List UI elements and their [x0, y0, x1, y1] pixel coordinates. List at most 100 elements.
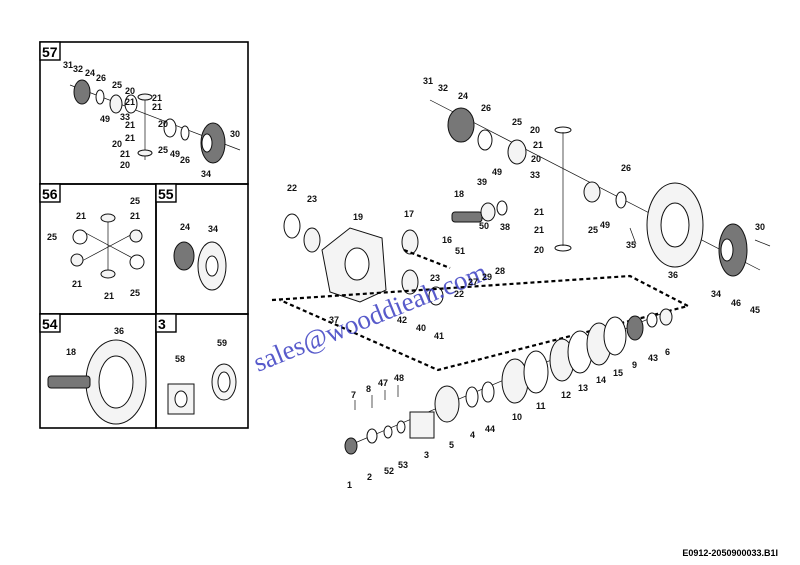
callout-main-12: 18: [454, 189, 464, 199]
callout-56-1: 21: [130, 211, 140, 221]
callout-56-5: 21: [104, 291, 114, 301]
callout-55-1: 34: [208, 224, 218, 234]
callout-main-7: 20: [531, 154, 541, 164]
callout-57-13: 20: [158, 119, 168, 129]
callout-57-4: 25: [112, 80, 122, 90]
box-label-3: 3: [158, 316, 166, 332]
callout-57-5: 20: [125, 86, 135, 96]
callout-55-0: 24: [180, 222, 190, 232]
callout-57-16: 26: [180, 155, 190, 165]
callout-57-8: 49: [100, 114, 110, 124]
callout-56-2: 25: [47, 232, 57, 242]
callout-main-59: 9: [632, 360, 637, 370]
callout-main-2: 24: [458, 91, 468, 101]
callout-main-44: 48: [394, 373, 404, 383]
callout-main-29: 34: [711, 289, 721, 299]
callout-main-20: 38: [500, 222, 510, 232]
box-label-56: 56: [42, 186, 58, 202]
callout-main-40: 29: [482, 272, 492, 282]
callout-main-41: 7: [351, 390, 356, 400]
box-label-54: 54: [42, 316, 58, 332]
callout-57-15: 49: [170, 149, 180, 159]
callout-57-7: 21: [152, 93, 162, 103]
callout-main-30: 46: [731, 298, 741, 308]
callout-main-54: 11: [536, 401, 546, 411]
callouts-box-3: 59 58: [175, 338, 227, 364]
main-assembly: [271, 99, 771, 455]
inset-box-54: 54: [39, 313, 157, 429]
callout-57-6: 21: [125, 97, 135, 107]
callout-main-53: 10: [512, 412, 522, 422]
callout-57-1: 32: [73, 64, 83, 74]
callout-main-17: 16: [442, 235, 452, 245]
callout-main-50: 5: [449, 440, 454, 450]
callout-main-23: 20: [534, 245, 544, 255]
callout-57-21: 21: [120, 149, 130, 159]
callout-main-3: 26: [481, 103, 491, 113]
inset-box-57: 57: [39, 41, 249, 185]
callout-main-6: 21: [533, 140, 543, 150]
callout-57-10: 21: [125, 120, 135, 130]
callout-main-51: 4: [470, 430, 475, 440]
callout-main-35: 40: [416, 323, 426, 333]
callout-main-13: 22: [287, 183, 297, 193]
callout-main-26: 35: [626, 240, 636, 250]
callout-main-43: 47: [378, 378, 388, 388]
callout-main-38: 27: [468, 277, 478, 287]
callout-main-19: 50: [479, 221, 489, 231]
callout-main-31: 45: [750, 305, 760, 315]
diagram-reference-code: E0912-2050900033.B1I: [682, 548, 778, 558]
callout-main-45: 1: [347, 480, 352, 490]
callout-main-0: 31: [423, 76, 433, 86]
callout-main-39: 28: [495, 266, 505, 276]
callout-57-19: 21: [152, 102, 162, 112]
callouts-box-55: 24 34: [180, 222, 218, 234]
callout-main-25: 49: [600, 220, 610, 230]
callout-main-1: 32: [438, 83, 448, 93]
callout-main-11: 39: [477, 177, 487, 187]
callout-main-4: 25: [512, 117, 522, 127]
callouts-main: 31 32 24 26 25 20 21 20 26 49 33 39 18 2…: [287, 76, 765, 490]
callout-main-52: 44: [485, 424, 495, 434]
callout-57-2: 24: [85, 68, 95, 78]
callout-54-0: 36: [114, 326, 124, 336]
callout-main-21: 21: [534, 207, 544, 217]
callout-main-16: 17: [404, 209, 414, 219]
callout-main-33: 22: [454, 289, 464, 299]
callout-main-60: 43: [648, 353, 658, 363]
callout-main-32: 23: [430, 273, 440, 283]
callout-main-48: 53: [398, 460, 408, 470]
box-label-55: 55: [158, 186, 174, 202]
callout-main-27: 30: [755, 222, 765, 232]
callout-56-3: 25: [130, 288, 140, 298]
callout-main-56: 13: [578, 383, 588, 393]
callout-main-34: 42: [397, 315, 407, 325]
callout-main-28: 36: [668, 270, 678, 280]
callout-main-47: 52: [384, 466, 394, 476]
callout-main-22: 21: [534, 225, 544, 235]
callout-56-6: 25: [130, 196, 140, 206]
callouts-box-57: 31 32 24 26 25 20 21 21 49 33 21 20 21 2…: [63, 60, 240, 179]
callout-main-24: 25: [588, 225, 598, 235]
callout-main-10: 33: [530, 170, 540, 180]
callout-main-46: 2: [367, 472, 372, 482]
callout-57-0: 31: [63, 60, 73, 70]
callout-57-17: 30: [230, 129, 240, 139]
callout-3-1: 58: [175, 354, 185, 364]
callout-main-57: 14: [596, 375, 606, 385]
callout-main-61: 6: [665, 347, 670, 357]
callout-3-0: 59: [217, 338, 227, 348]
callout-main-49: 3: [424, 450, 429, 460]
callout-54-1: 18: [66, 347, 76, 357]
callout-57-18: 34: [201, 169, 211, 179]
callout-56-0: 21: [76, 211, 86, 221]
inset-box-55: 55: [155, 183, 249, 315]
inset-box-3: 3: [155, 313, 249, 429]
callouts-box-54: 36 18: [66, 326, 124, 357]
callouts-box-56: 21 21 25 25 21 21 25: [47, 196, 140, 301]
callout-main-15: 19: [353, 212, 363, 222]
callout-main-14: 23: [307, 194, 317, 204]
callout-57-20: 20: [120, 160, 130, 170]
callout-main-37: 37: [329, 315, 339, 325]
